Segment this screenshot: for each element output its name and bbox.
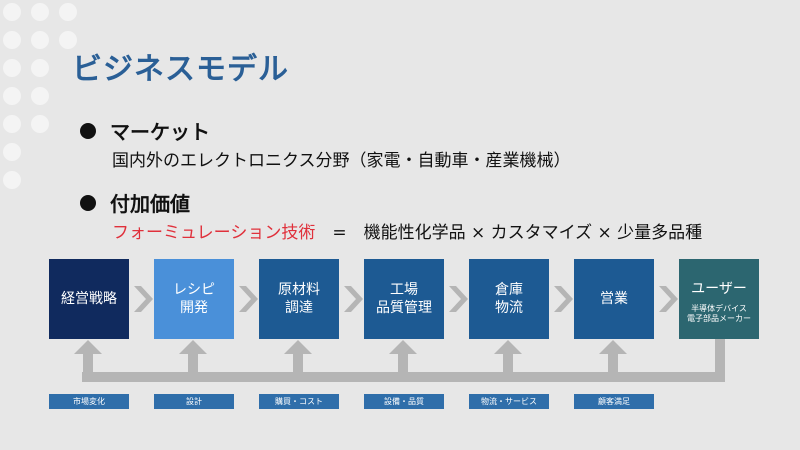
feedback-riser	[715, 339, 725, 382]
box-label: 品質管理	[376, 300, 432, 316]
tag-customer-satisfaction: 顧客満足	[574, 394, 654, 409]
chevron-right-icon	[239, 286, 258, 312]
tag-market-change: 市場変化	[49, 394, 129, 409]
chevron-right-icon	[659, 286, 678, 312]
up-arrow-icon	[494, 340, 522, 374]
box-sublabel: 電子部品メーカー	[687, 314, 751, 324]
up-arrow-icon	[599, 340, 627, 374]
value-description: フォーミュレーション技術 = 機能性化学品 × カスタマイズ × 少量多品種	[112, 218, 702, 243]
value-equation: = 機能性化学品 × カスタマイズ × 少量多品種	[315, 223, 703, 243]
box-raw-material-procurement: 原材料 調達	[259, 259, 339, 339]
tag-design: 設計	[154, 394, 234, 409]
chevron-right-icon	[134, 286, 153, 312]
bullet-heading-market: マーケット	[110, 120, 210, 144]
market-description: 国内外のエレクトロニクス分野（家電・自動車・産業機械）	[112, 151, 571, 171]
box-label: 工場	[390, 281, 418, 298]
feedback-bar	[82, 372, 725, 382]
up-arrow-icon	[284, 340, 312, 374]
chevron-right-icon	[554, 286, 573, 312]
box-label: 物流	[495, 300, 523, 316]
box-warehouse-logistics: 倉庫 物流	[469, 259, 549, 339]
box-recipe-development: レシピ 開発	[154, 259, 234, 339]
decorative-dots	[3, 3, 77, 189]
box-label: レシピ	[173, 281, 215, 298]
formulation-highlight: フォーミュレーション技術	[112, 223, 316, 243]
box-sales: 営業	[574, 259, 654, 339]
box-label: 経営戦略	[61, 290, 117, 307]
box-label: 原材料	[278, 281, 320, 298]
tag-purchasing-cost: 購買・コスト	[259, 394, 339, 409]
box-factory-quality: 工場 品質管理	[364, 259, 444, 339]
box-user: ユーザー 半導体デバイス 電子部品メーカー	[679, 259, 759, 339]
box-label: 調達	[285, 300, 313, 316]
box-label: 倉庫	[495, 281, 523, 298]
box-management-strategy: 経営戦略	[49, 259, 129, 339]
box-label: 営業	[600, 290, 628, 307]
up-arrow-icon	[389, 340, 417, 374]
bullet-dot-icon	[80, 194, 96, 211]
slide-title: ビジネスモデル	[72, 52, 289, 87]
tag-logistics-service: 物流・サービス	[469, 394, 549, 409]
up-arrow-icon	[179, 340, 207, 374]
chevron-right-icon	[344, 286, 363, 312]
tag-equipment-quality: 設備・品質	[364, 394, 444, 409]
box-label: 開発	[180, 300, 208, 316]
box-label: ユーザー	[691, 280, 747, 297]
up-arrow-icon	[74, 340, 102, 374]
chevron-right-icon	[449, 286, 468, 312]
bullet-market: マーケット	[80, 116, 210, 145]
bullet-value: 付加価値	[80, 188, 190, 217]
bullet-dot-icon	[80, 122, 96, 139]
bullet-heading-value: 付加価値	[110, 192, 190, 216]
box-sublabel: 半導体デバイス	[691, 303, 747, 313]
